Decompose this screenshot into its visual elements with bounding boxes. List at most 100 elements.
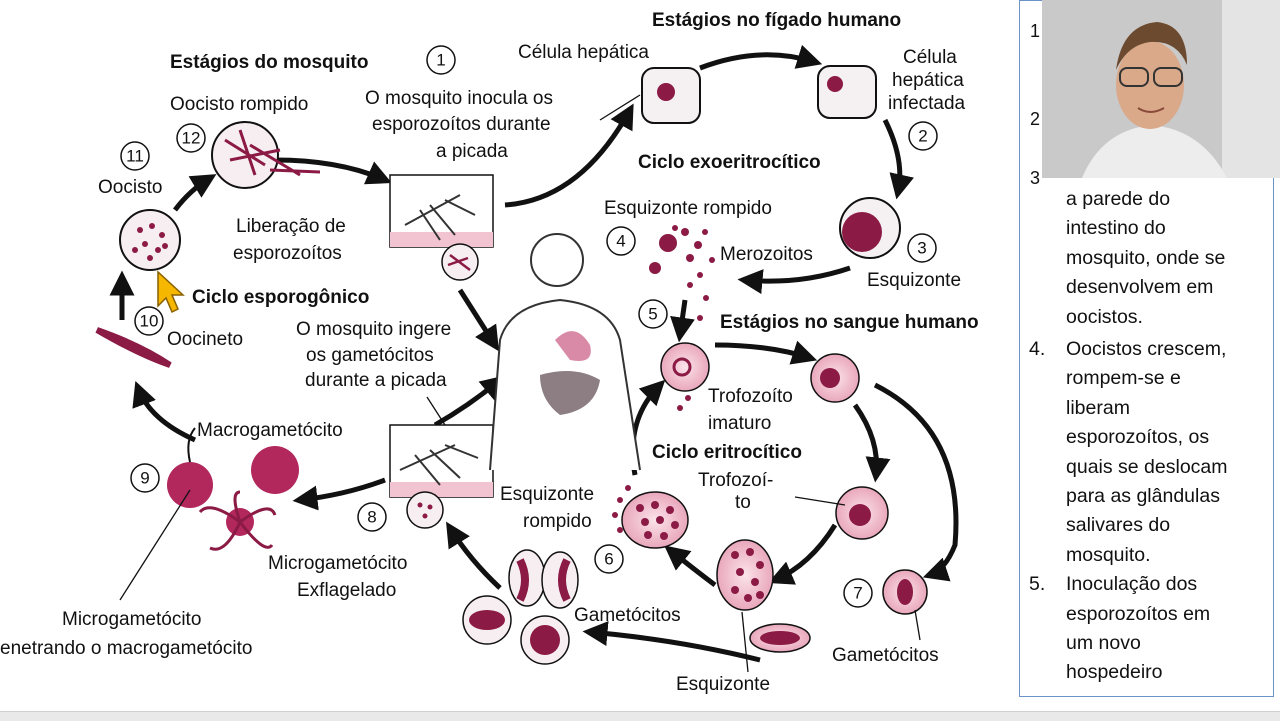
oocyst (119, 209, 181, 271)
title-erythro-cycle: Ciclo eritrocítico (652, 442, 802, 463)
step-9: 9 (140, 469, 149, 488)
text-line: intestino do (1066, 217, 1166, 240)
rbc-gametocyte-7 (882, 569, 928, 615)
rbc-ruptured-schizont (612, 485, 689, 549)
merozoite-dots (677, 315, 703, 411)
label-ookinete: Oocineto (167, 329, 243, 350)
ookinete (95, 327, 172, 368)
rbc-trophozoite (835, 486, 889, 540)
steps-list: 4. Oocistos crescem, rompem-se e liberam… (1020, 335, 1270, 688)
label-infected-2: hepática (892, 70, 964, 91)
list-number: 5. (1029, 573, 1046, 596)
ruptured-oocyst (211, 121, 321, 189)
label-microgam-exfl-2: Exflagelado (297, 580, 396, 601)
title-exo-cycle: Ciclo exoeritrocítico (638, 152, 821, 173)
hepatic-cell (641, 67, 701, 124)
stub-number: 3 (1030, 168, 1041, 188)
title-liver-stages: Estágios no fígado humano (652, 10, 901, 31)
label-microgam-pen-1: Microgametócito (62, 609, 201, 630)
text-line: hospedeiro (1066, 661, 1163, 684)
step-markers (120, 45, 938, 608)
list-item-5: 5. Inoculação dos esporozoítos em um nov… (1020, 570, 1270, 688)
step-6: 6 (604, 550, 613, 569)
text-line: rompem-se e (1066, 367, 1181, 390)
label-microgam-pen-2: enetrando o macrogametócito (0, 638, 252, 659)
rbc-gametocyte-bottom (749, 623, 811, 653)
label-ruptured-schizont2-1: Esquizonte (500, 484, 594, 505)
label-immature-troph-1: Trofozoíto (708, 386, 793, 407)
text-line: a parede do (1066, 188, 1171, 210)
gametocyte-cells (462, 549, 579, 665)
label-oocyst: Oocisto (98, 177, 162, 198)
text-line: esporozoítos em (1066, 602, 1211, 625)
label-macrogametocyte: Macrogametócito (197, 420, 343, 441)
label-ingests-1: O mosquito ingere (296, 319, 451, 340)
label-infected-1: Célula (903, 47, 957, 68)
label-immature-troph-2: imaturo (708, 413, 771, 434)
text-line: Inoculação dos (1066, 573, 1198, 596)
label-ingests-3: durante a picada (305, 370, 447, 391)
infected-hepatic-cell (817, 65, 877, 119)
human-body-silhouette (489, 233, 641, 471)
mosquito-biting-illustration (389, 174, 494, 248)
label-schizont: Esquizonte (867, 270, 961, 291)
step-12: 12 (182, 129, 201, 148)
mosquito-feeding-illustration (389, 424, 494, 498)
text-line: mosquito, onde se (1066, 246, 1226, 269)
rbc-immature-trophozoite (810, 353, 860, 403)
step3-continuation: a parede do intestino do mosquito, onde … (1066, 185, 1266, 332)
rbc-schizont (716, 539, 774, 611)
title-sporogonic-cycle: Ciclo esporogônico (192, 287, 369, 308)
step-2: 2 (918, 127, 927, 146)
bottom-scroll-bar (0, 711, 1280, 721)
step-3: 3 (917, 239, 926, 258)
label-inoculates-2: esporozoítos durante (372, 114, 551, 135)
label-ruptured-schizont2-2: rompido (523, 511, 592, 532)
diagram-canvas: Estágios no fígado humano Estágios do mo… (0, 10, 979, 695)
label-hepatic-cell: Célula hepática (518, 42, 649, 63)
step-5: 5 (648, 305, 657, 324)
title-mosquito-stages: Estágios do mosquito (170, 52, 368, 73)
malaria-life-cycle-diagram: Estágios no fígado humano Estágios do mo… (0, 10, 979, 695)
text-line: oocistos. (1066, 305, 1143, 328)
macrogametocyte-pair (167, 427, 299, 508)
step-8: 8 (367, 508, 376, 527)
label-infected-3: infectada (888, 93, 966, 114)
step-11: 11 (126, 147, 144, 166)
list-item-4: 4. Oocistos crescem, rompem-se e liberam… (1020, 335, 1270, 570)
rbc-ring-stage (660, 342, 710, 392)
step-10: 10 (140, 312, 159, 331)
label-ruptured-schizont: Esquizonte rompido (604, 198, 772, 219)
text-line: esporozoítos, os (1066, 426, 1210, 449)
label-merozoites: Merozoitos (720, 244, 813, 265)
label-microgam-exfl-1: Microgametócito (268, 553, 407, 574)
stub-number: 2 (1030, 109, 1041, 129)
label-ruptured-oocyst: Oocisto rompido (170, 94, 308, 115)
stub-number: 1 (1030, 21, 1041, 41)
label-inoculates-1: O mosquito inocula os (365, 88, 553, 109)
label-trophozoite-2: to (735, 492, 751, 513)
exflagellated-microgametocyte (198, 490, 277, 551)
mouse-pointer-icon (157, 270, 185, 314)
presenter-video-icon (1042, 0, 1280, 178)
label-trophozoite-1: Trofozoí- (698, 470, 773, 491)
label-gametocytes: Gametócitos (574, 605, 681, 626)
ruptured-liver-schizont (649, 225, 715, 301)
text-line: liberam (1066, 396, 1130, 419)
text-line: mosquito. (1066, 543, 1151, 566)
text-line: desenvolvem em (1066, 276, 1214, 299)
list-number: 4. (1029, 338, 1046, 360)
label-release-2: esporozoítos (233, 243, 342, 264)
cycle-arrows (109, 44, 959, 663)
label-ingests-2: os gametócitos (306, 345, 434, 366)
text-line: para as glândulas (1066, 485, 1220, 508)
text-line: salivares do (1066, 514, 1171, 537)
sporozoite-cell (441, 243, 479, 281)
liver-schizont (839, 197, 901, 259)
leader-lines (119, 94, 921, 673)
step-4: 4 (616, 232, 625, 251)
label-gametocytes-2: Gametócitos (832, 645, 939, 666)
gametocytes-in-mosquito (406, 491, 444, 529)
text-line: quais se deslocam (1066, 455, 1228, 478)
webcam-overlay (1042, 0, 1280, 178)
